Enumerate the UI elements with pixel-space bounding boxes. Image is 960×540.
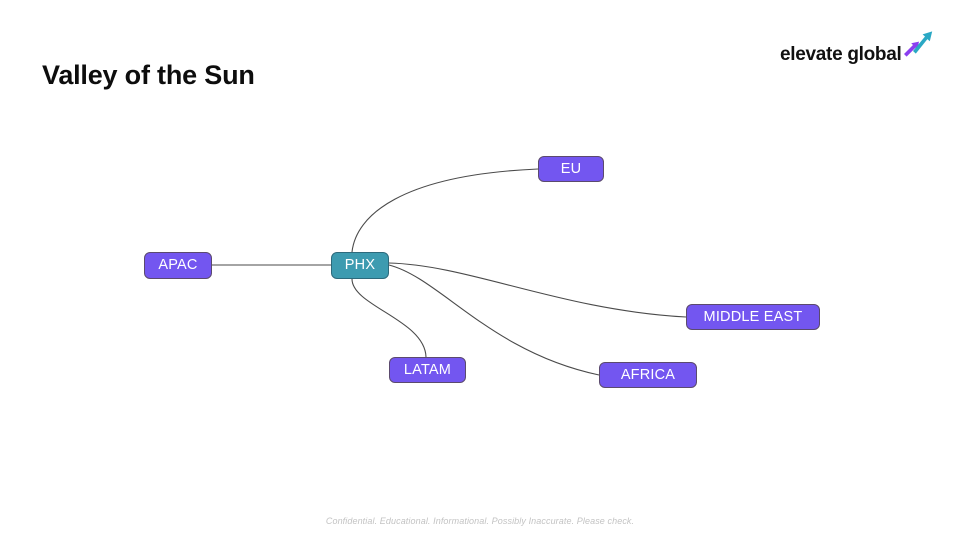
footer-disclaimer: Confidential. Educational. Informational… xyxy=(325,516,635,526)
node-middle-east[interactable]: MIDDLE EAST xyxy=(686,304,820,330)
node-latam[interactable]: LATAM xyxy=(389,357,466,383)
node-eu[interactable]: EU xyxy=(538,156,604,182)
edge-phx-eu xyxy=(351,168,539,253)
brand-logo: elevate global xyxy=(780,28,935,74)
node-apac[interactable]: APAC xyxy=(144,252,212,279)
edge-phx-middle-east xyxy=(388,262,687,318)
node-africa[interactable]: AFRICA xyxy=(599,362,697,388)
edge-phx-latam xyxy=(351,278,427,358)
page-title: Valley of the Sun xyxy=(42,60,255,90)
edge-phx-africa xyxy=(388,264,600,376)
node-phx[interactable]: PHX xyxy=(331,252,389,279)
brand-logo-text: elevate global xyxy=(780,44,902,65)
elevate-arrow-mark-icon xyxy=(904,31,933,57)
